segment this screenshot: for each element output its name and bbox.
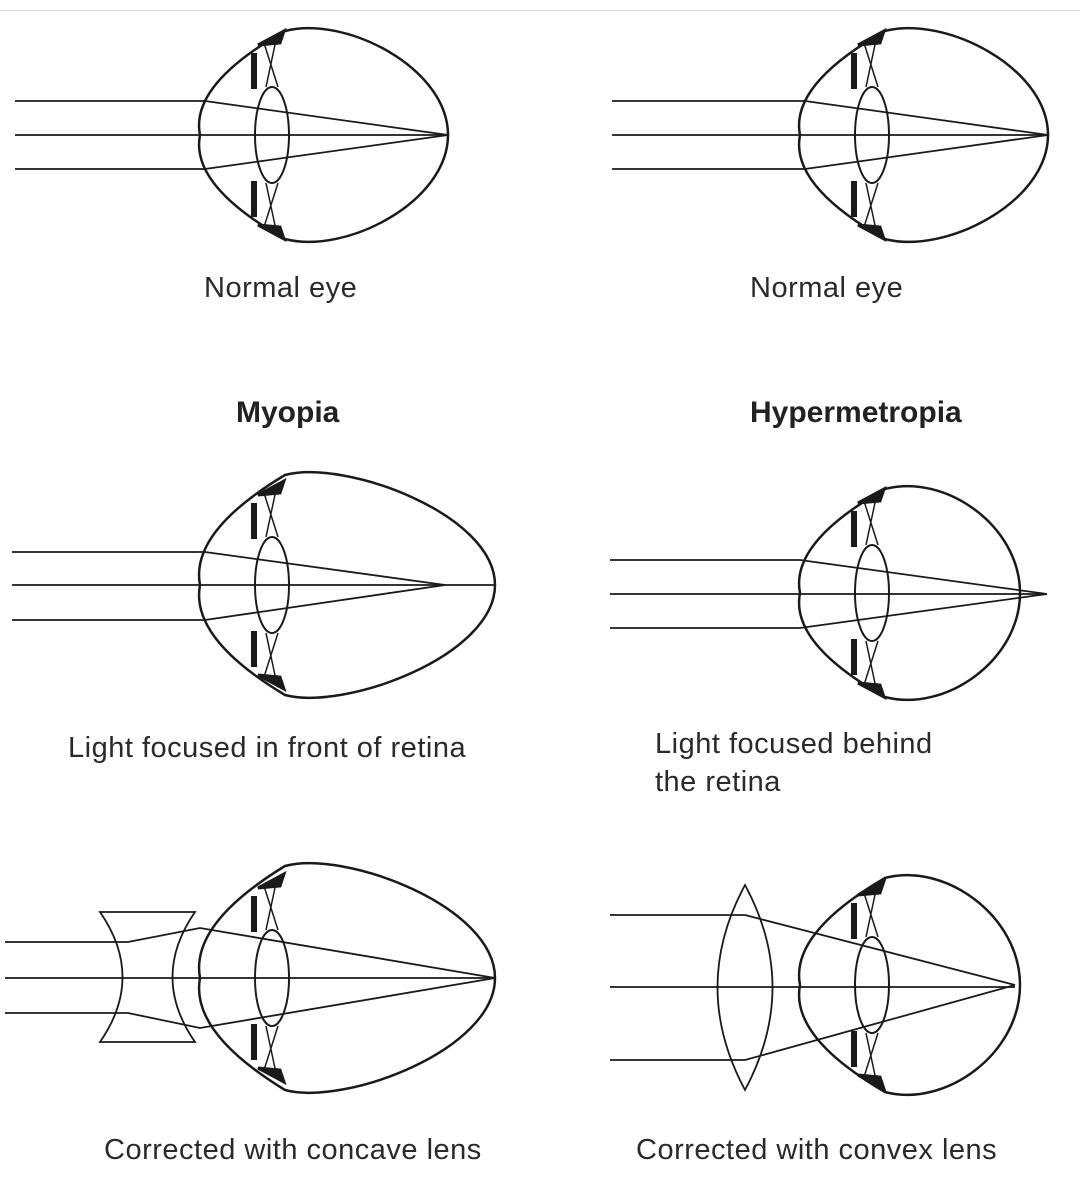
ciliary-body-lower	[257, 1066, 287, 1086]
eyeball-outline	[197, 26, 450, 244]
light-ray	[12, 551, 446, 586]
eyeball-outline	[197, 470, 497, 700]
iris-lower	[851, 181, 857, 217]
ciliary-body-lower	[857, 1073, 887, 1093]
ciliary-body-upper	[257, 477, 287, 497]
label-normal-eye-right: Normal eye	[750, 272, 904, 304]
suspensory-ligament	[865, 640, 877, 689]
suspensory-ligament	[265, 632, 277, 681]
iris-upper	[251, 896, 257, 932]
ciliary-body-lower	[857, 223, 887, 243]
ciliary-body-lower	[257, 223, 287, 243]
crystalline-lens	[854, 936, 890, 1034]
light-ray	[15, 100, 449, 136]
light-ray	[15, 134, 449, 170]
suspensory-ligament	[865, 497, 877, 546]
ciliary-body-lower	[857, 681, 887, 701]
ciliary-body-upper	[257, 27, 287, 47]
iris-lower	[251, 1024, 257, 1060]
iris-lower	[851, 1031, 857, 1067]
ciliary-body-upper	[257, 870, 287, 890]
iris-upper	[851, 53, 857, 89]
suspensory-ligament	[265, 182, 277, 231]
light-ray	[5, 927, 496, 979]
iris-upper	[851, 903, 857, 939]
light-ray	[612, 134, 1049, 170]
ciliary-body-lower	[257, 673, 287, 693]
iris-lower	[251, 631, 257, 667]
eyeball-outline	[197, 862, 497, 1094]
light-ray	[610, 984, 1016, 1061]
iris-upper	[851, 511, 857, 547]
suspensory-ligament	[265, 489, 277, 538]
eyeball-outline	[797, 484, 1022, 702]
top-border	[0, 10, 1080, 11]
eyeball-outline	[797, 26, 1050, 244]
label-convex: Corrected with convex lens	[636, 1134, 998, 1166]
label-hyper-line1: Light focused behind	[655, 728, 933, 760]
label-hyper-line2: the retina	[655, 766, 781, 798]
suspensory-ligament	[265, 39, 277, 88]
ciliary-body-upper	[857, 27, 887, 47]
eyeball-outline	[797, 873, 1022, 1097]
suspensory-ligament	[265, 1025, 277, 1074]
crystalline-lens	[854, 544, 890, 642]
light-ray	[5, 977, 496, 1029]
ciliary-body-upper	[857, 877, 887, 897]
ciliary-body-upper	[857, 485, 887, 505]
heading-hypermetropia: Hypermetropia	[750, 396, 962, 429]
suspensory-ligament	[865, 182, 877, 231]
light-ray	[610, 559, 1048, 595]
suspensory-ligament	[865, 1032, 877, 1081]
convex-lens	[716, 883, 774, 1092]
light-ray	[612, 100, 1049, 136]
iris-upper	[251, 53, 257, 89]
heading-myopia: Myopia	[236, 396, 340, 429]
light-ray	[12, 584, 446, 621]
iris-lower	[851, 639, 857, 675]
label-normal-eye-left: Normal eye	[204, 272, 358, 304]
light-ray	[610, 593, 1048, 629]
label-myopia: Light focused in front of retina	[68, 732, 467, 764]
concave-lens	[98, 911, 197, 1043]
light-ray	[610, 914, 1016, 986]
iris-upper	[251, 503, 257, 539]
suspensory-ligament	[865, 39, 877, 88]
iris-lower	[251, 181, 257, 217]
suspensory-ligament	[865, 889, 877, 938]
label-concave: Corrected with concave lens	[104, 1134, 482, 1166]
suspensory-ligament	[265, 882, 277, 931]
